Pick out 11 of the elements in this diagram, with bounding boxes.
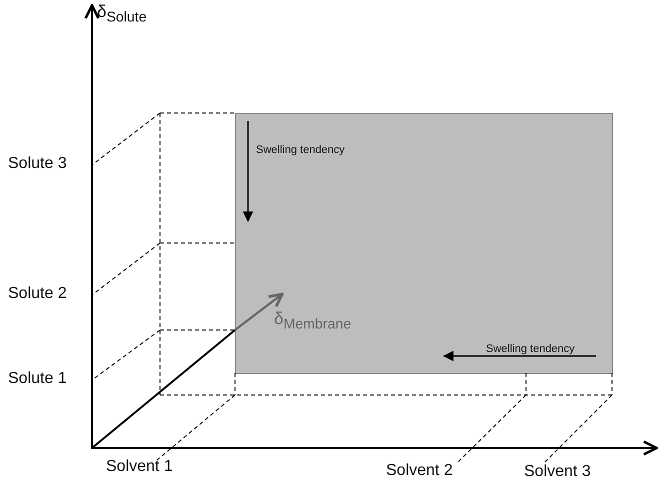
tick-label: Solvent 2 <box>386 462 453 480</box>
tick-label: Solvent 3 <box>524 463 591 481</box>
region-text: Swelling tendency <box>486 343 575 355</box>
tick-label: Solvent 1 <box>106 458 173 476</box>
tick-label: Solute 2 <box>8 285 67 303</box>
tick-label: Solute 1 <box>8 370 67 388</box>
shaded-region <box>235 113 613 374</box>
axis-label: δ$_{Solute}$ <box>97 2 147 26</box>
region-text: Swelling tendency <box>256 144 345 156</box>
tick-label: Solute 3 <box>8 155 67 173</box>
vector-label: δ$_{Membrane}$ <box>274 309 352 332</box>
